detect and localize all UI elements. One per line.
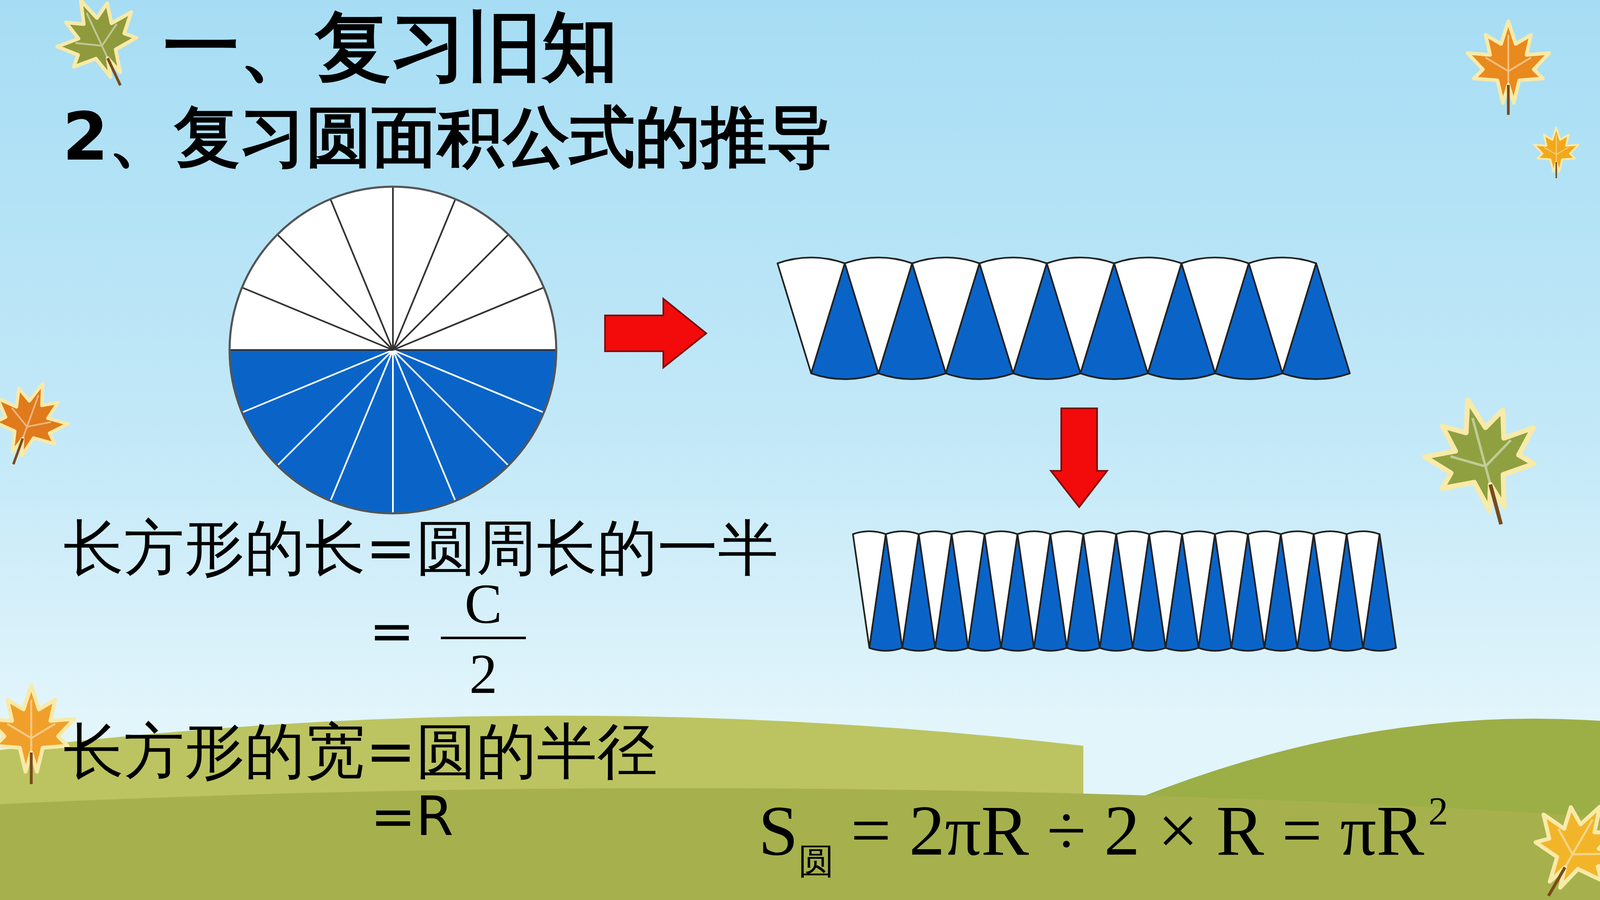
blue-half bbox=[229, 350, 557, 514]
leaf bbox=[43, 0, 158, 103]
formula-text: = 2πR ÷ 2 × R = πR bbox=[850, 790, 1425, 870]
blue-sector bbox=[1363, 534, 1397, 651]
circle-outline bbox=[229, 186, 557, 514]
fraction-numerator: C bbox=[440, 571, 526, 637]
sector-line bbox=[229, 349, 393, 351]
down-arrow bbox=[1050, 408, 1108, 508]
formula-line: 长方形的宽=圆的半径 bbox=[63, 716, 658, 787]
sector-line bbox=[242, 350, 393, 413]
leaf bbox=[1413, 385, 1556, 539]
fraction-bar bbox=[440, 636, 526, 640]
sector-line bbox=[277, 234, 393, 350]
leaf bbox=[0, 685, 75, 785]
sector-line bbox=[392, 287, 544, 350]
area-symbol: S bbox=[758, 790, 799, 870]
area-formula: S圆 = 2πR ÷ 2 × R = πR2 bbox=[758, 791, 1448, 879]
ground bbox=[0, 787, 1600, 900]
sector-line bbox=[392, 350, 394, 514]
formula-line: 长方形的长=圆周长的一半 bbox=[63, 513, 779, 583]
right-arrow bbox=[605, 298, 707, 368]
subscript: 圆 bbox=[798, 840, 835, 882]
sector-line bbox=[392, 234, 509, 350]
slide-title: 一、复习旧知 bbox=[163, 3, 619, 91]
formula-text: =R bbox=[370, 785, 454, 848]
sector-line bbox=[392, 186, 394, 350]
sector-line bbox=[392, 350, 509, 466]
superscript: 2 bbox=[1428, 789, 1449, 834]
leaf bbox=[0, 370, 78, 478]
sector-line bbox=[392, 350, 456, 501]
sector-line bbox=[277, 350, 393, 466]
equals-sign: = bbox=[369, 600, 415, 663]
leaf bbox=[1467, 21, 1550, 115]
blue-sector bbox=[1282, 263, 1350, 380]
sector-line bbox=[330, 199, 393, 350]
sector-line bbox=[392, 349, 557, 351]
white-half bbox=[229, 186, 557, 350]
section-heading: 2、复习圆面积公式的推导 bbox=[62, 99, 833, 175]
leaf bbox=[1509, 784, 1600, 900]
leaf bbox=[1534, 127, 1579, 179]
fraction-denominator: 2 bbox=[440, 641, 526, 707]
